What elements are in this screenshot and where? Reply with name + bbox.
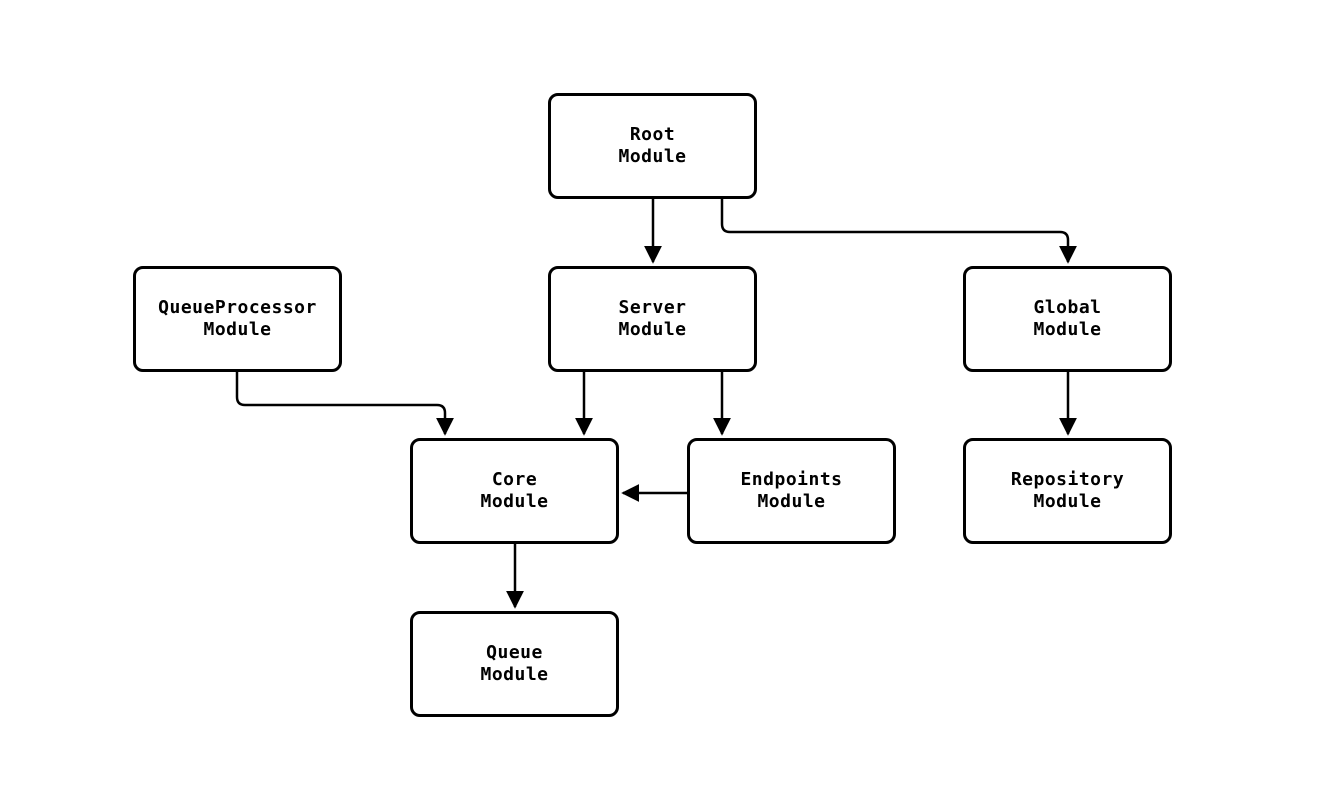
node-global-module-label: Global Module bbox=[1033, 297, 1102, 340]
node-queueprocessor-module-label: QueueProcessor Module bbox=[158, 297, 317, 340]
node-queue-module-label: Queue Module bbox=[480, 642, 549, 685]
edge-queueprocessor-to-core bbox=[235, 372, 454, 436]
node-repository-module-label: Repository Module bbox=[1010, 469, 1125, 512]
node-root-module-label: Root Module bbox=[618, 124, 687, 167]
node-queue-module: Queue Module bbox=[410, 611, 619, 717]
node-global-module: Global Module bbox=[963, 266, 1172, 372]
node-repository-module: Repository Module bbox=[963, 438, 1172, 544]
node-server-module-label: Server Module bbox=[618, 297, 687, 340]
node-server-module: Server Module bbox=[548, 266, 757, 372]
node-endpoints-module-label: Endpoints Module bbox=[740, 469, 843, 512]
edge-root-to-global bbox=[720, 198, 1077, 264]
node-core-module-label: Core Module bbox=[480, 469, 549, 512]
node-queueprocessor-module: QueueProcessor Module bbox=[133, 266, 342, 372]
node-root-module: Root Module bbox=[548, 93, 757, 199]
node-core-module: Core Module bbox=[410, 438, 619, 544]
node-endpoints-module: Endpoints Module bbox=[687, 438, 896, 544]
